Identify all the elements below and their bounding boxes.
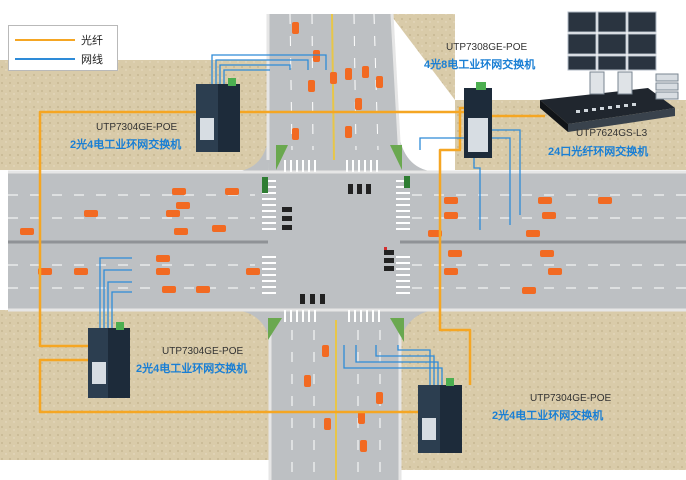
- switch-bottom-left-icon: [88, 322, 130, 398]
- fiber-links: [38, 106, 545, 414]
- server-stack-icon: [655, 73, 679, 100]
- top-left-switch-desc: 2光4电工业环网交换机: [70, 139, 182, 151]
- legend-fiber-label: 光纤: [81, 35, 103, 47]
- pc-tower-icon: [589, 71, 633, 95]
- legend-cable-line: [15, 58, 75, 60]
- bottom-left-switch-desc: 2光4电工业环网交换机: [136, 363, 248, 375]
- top-center-switch-model: UTP7308GE-POE: [446, 42, 528, 53]
- core-switch-icon: [540, 88, 675, 132]
- legend: 光纤 网线: [8, 25, 118, 71]
- video-wall-icon: [567, 11, 657, 71]
- legend-fiber-line: [15, 39, 75, 41]
- bottom-left-switch-model: UTP7304GE-POE: [162, 346, 244, 357]
- legend-fiber: 光纤: [15, 32, 115, 47]
- switch-top-center-icon: [464, 82, 492, 158]
- bottom-right-switch-desc: 2光4电工业环网交换机: [492, 410, 604, 422]
- soil-areas: [0, 14, 686, 470]
- cable-links: [99, 54, 521, 388]
- core-switch-model: UTP7624GS-L3: [576, 128, 648, 139]
- vehicles: [20, 22, 612, 452]
- top-center-switch-desc: 4光8电工业环网交换机: [424, 59, 536, 71]
- traffic-signals: [262, 176, 410, 304]
- bottom-right-switch-model: UTP7304GE-POE: [530, 393, 612, 404]
- switch-top-left-icon: [196, 78, 240, 152]
- legend-cable-label: 网线: [81, 54, 103, 66]
- legend-cable: 网线: [15, 51, 115, 66]
- switch-bottom-right-icon: [418, 378, 462, 453]
- core-switch-desc: 24口光纤环网交换机: [548, 146, 649, 158]
- top-left-switch-model: UTP7304GE-POE: [96, 122, 178, 133]
